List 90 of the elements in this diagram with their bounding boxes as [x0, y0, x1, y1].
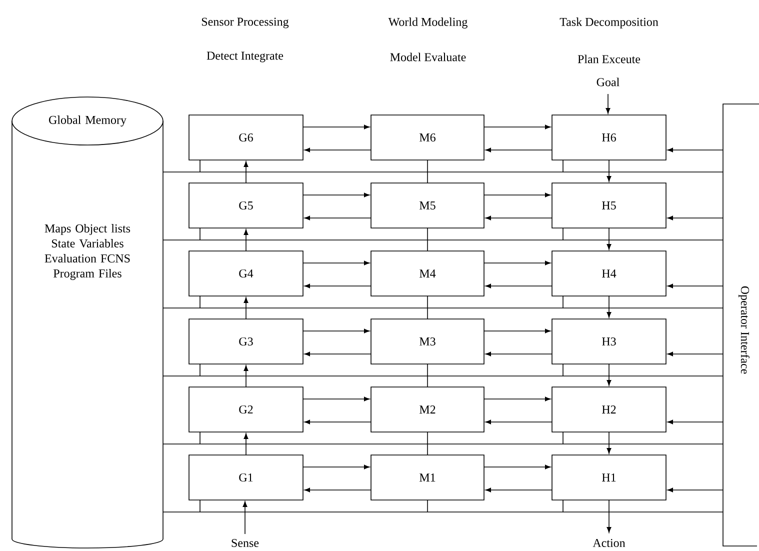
column-heading: Task Decomposition	[560, 18, 658, 28]
process-box: G5	[188, 182, 304, 228]
arrow	[485, 284, 552, 288]
arrow	[304, 148, 372, 152]
process-box: H5	[552, 182, 666, 228]
arrow	[667, 216, 724, 220]
process-box: H3	[552, 318, 666, 364]
arrow	[302, 328, 370, 334]
arrow	[667, 148, 724, 152]
tap-line	[562, 160, 564, 172]
process-box: H1	[552, 454, 666, 500]
process-box: M6	[370, 114, 484, 160]
process-box: M1	[370, 454, 484, 500]
arrow	[302, 192, 370, 198]
arrow	[302, 260, 370, 266]
tap-line	[427, 500, 428, 512]
arrow	[667, 284, 724, 288]
arrow	[485, 420, 552, 424]
column-heading: Detect Integrate	[206, 52, 284, 62]
arrow	[484, 328, 551, 334]
tap-line	[562, 364, 564, 376]
tap-line	[427, 364, 428, 376]
arrow	[667, 352, 724, 356]
process-box: G1	[188, 454, 304, 500]
process-box: H6	[552, 114, 666, 160]
arrow	[304, 352, 372, 356]
column-heading: World Modeling	[388, 18, 468, 28]
arrow	[667, 488, 724, 492]
tap-line	[427, 240, 428, 252]
tap-line	[562, 500, 564, 512]
tap-line	[427, 160, 428, 172]
tap-line	[562, 432, 564, 444]
arrow	[485, 488, 552, 492]
process-box: M5	[370, 182, 484, 228]
arrow	[484, 464, 551, 470]
arrow	[244, 297, 248, 320]
arrow	[606, 94, 610, 114]
interface-bracket: Operator Interface	[722, 104, 759, 546]
arrow	[484, 124, 551, 130]
tap-line	[427, 296, 428, 308]
arrow	[244, 229, 248, 252]
arrow	[485, 216, 552, 220]
column-heading: Plan Exceute	[578, 54, 640, 64]
arrow	[606, 364, 612, 386]
tap-line	[427, 376, 428, 388]
tap-line	[562, 228, 564, 240]
arrow	[606, 500, 612, 533]
tap-line	[427, 308, 428, 320]
tap-line	[562, 296, 564, 308]
arrow	[485, 352, 552, 356]
arrow	[244, 433, 248, 456]
process-box: G4	[188, 250, 304, 296]
process-box: G2	[188, 386, 304, 432]
arrow	[484, 192, 551, 198]
process-box: H4	[552, 250, 666, 296]
arrow	[484, 396, 551, 402]
io-label: Sense	[232, 538, 259, 548]
arrow	[302, 396, 370, 402]
process-box: M4	[370, 250, 484, 296]
process-box: G6	[188, 114, 304, 160]
arrow	[302, 124, 370, 130]
arrow	[485, 148, 552, 152]
arrow	[484, 260, 551, 266]
tap-line	[427, 228, 428, 240]
process-box: M3	[370, 318, 484, 364]
arrow	[606, 160, 612, 182]
arrow	[244, 365, 248, 388]
cylinder-title: Global Memory	[49, 116, 126, 126]
tap-line	[427, 432, 428, 444]
arrow	[244, 161, 248, 184]
arrow	[606, 296, 612, 318]
arrow	[304, 284, 372, 288]
process-box: H2	[552, 386, 666, 432]
arrow	[606, 228, 612, 250]
process-box: G3	[188, 318, 304, 364]
arrow	[304, 216, 372, 220]
arrow	[304, 420, 372, 424]
io-label: Goal	[596, 78, 620, 86]
memory-contents: Maps Object lists State Variables Evaluation FCNS Program Files	[44, 224, 130, 280]
tap-line	[427, 444, 428, 456]
process-box: M2	[370, 386, 484, 432]
arrow	[606, 432, 612, 454]
tap-line	[427, 172, 428, 184]
column-heading: Sensor Processing	[202, 18, 289, 28]
arrow	[667, 420, 724, 424]
arrow	[304, 488, 372, 492]
arrow	[302, 464, 370, 470]
column-heading: Model Evaluate	[390, 52, 466, 62]
arrow	[242, 501, 248, 534]
io-label: Action	[592, 538, 626, 548]
